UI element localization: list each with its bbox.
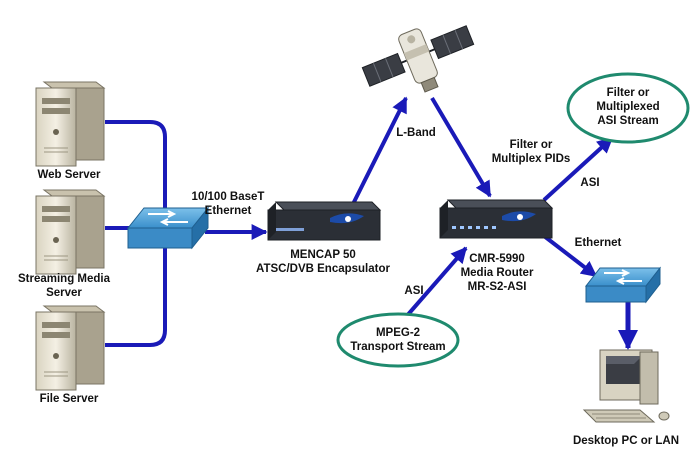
network-switch-right-icon [584, 266, 662, 304]
web-server-icon [35, 81, 106, 167]
encapsulator-device-icon [267, 201, 382, 241]
ethernet-out-label: Ethernet [574, 237, 622, 249]
filter-stream-label: Filter or Multiplexed ASI Stream [578, 86, 678, 128]
encapsulator-label-line-1: MENCAP 50 [290, 249, 356, 261]
router-label-line-1: CMR-5990 [469, 253, 525, 265]
asi-out-label: ASI [580, 177, 600, 189]
l-band-label: L-Band [396, 127, 436, 139]
satellite-icon [361, 25, 475, 93]
ethernet-in-label: 10/100 BaseT Ethernet [178, 190, 278, 218]
link-router-to-filter-stream [542, 136, 614, 202]
router-label-line-3: MR-S2-ASI [467, 281, 527, 293]
link-file-server-to-switch [105, 244, 167, 347]
streaming-server-icon [35, 189, 106, 275]
filter-stream-label-line-1: Filter or [606, 87, 650, 99]
file-server-icon [35, 305, 106, 391]
ethernet-in-label-line-1: 10/100 BaseT [191, 191, 265, 203]
mpeg-stream-label-line-1: MPEG-2 [375, 327, 421, 339]
link-mpeg-stream-to-router [403, 246, 468, 320]
mpeg-stream-label-line-2: Transport Stream [350, 341, 446, 353]
file-server-label: File Server [39, 393, 99, 405]
network-switch-icon [126, 206, 210, 250]
link-router-to-switch-right [542, 234, 598, 278]
encapsulator-label: MENCAP 50 ATSC/DVB Encapsulator [238, 248, 408, 276]
filter-stream-ellipse [566, 72, 690, 144]
streaming-server-label-line-2: Server [46, 287, 82, 299]
link-satellite-to-router [430, 96, 492, 198]
streaming-server-label-line-1: Streaming Media [17, 273, 111, 285]
filter-pids-label-line-2: Multiplex PIDs [491, 153, 571, 165]
mpeg-stream-label: MPEG-2 Transport Stream [338, 326, 458, 354]
router-device-icon [439, 199, 554, 239]
router-label: CMR-5990 Media Router MR-S2-ASI [442, 252, 552, 294]
router-label-line-2: Media Router [460, 267, 534, 279]
filter-stream-label-line-2: Multiplexed [596, 101, 660, 113]
link-encapsulator-to-satellite [350, 96, 408, 207]
filter-stream-label-line-3: ASI Stream [597, 115, 659, 127]
encapsulator-label-line-2: ATSC/DVB Encapsulator [256, 263, 390, 275]
links [105, 96, 638, 350]
mpeg-stream-ellipse [336, 312, 460, 368]
desktop-pc-icon [582, 349, 670, 423]
link-web-server-to-switch [105, 120, 167, 212]
desktop-label: Desktop PC or LAN [572, 435, 680, 447]
filter-pids-label-line-1: Filter or [509, 139, 553, 151]
web-server-label: Web Server [37, 169, 101, 181]
filter-pids-label: Filter or Multiplex PIDs [476, 138, 586, 166]
ethernet-in-label-line-2: Ethernet [204, 205, 252, 217]
streaming-server-label: Streaming Media Server [4, 272, 124, 300]
asi-in-label: ASI [404, 285, 424, 297]
